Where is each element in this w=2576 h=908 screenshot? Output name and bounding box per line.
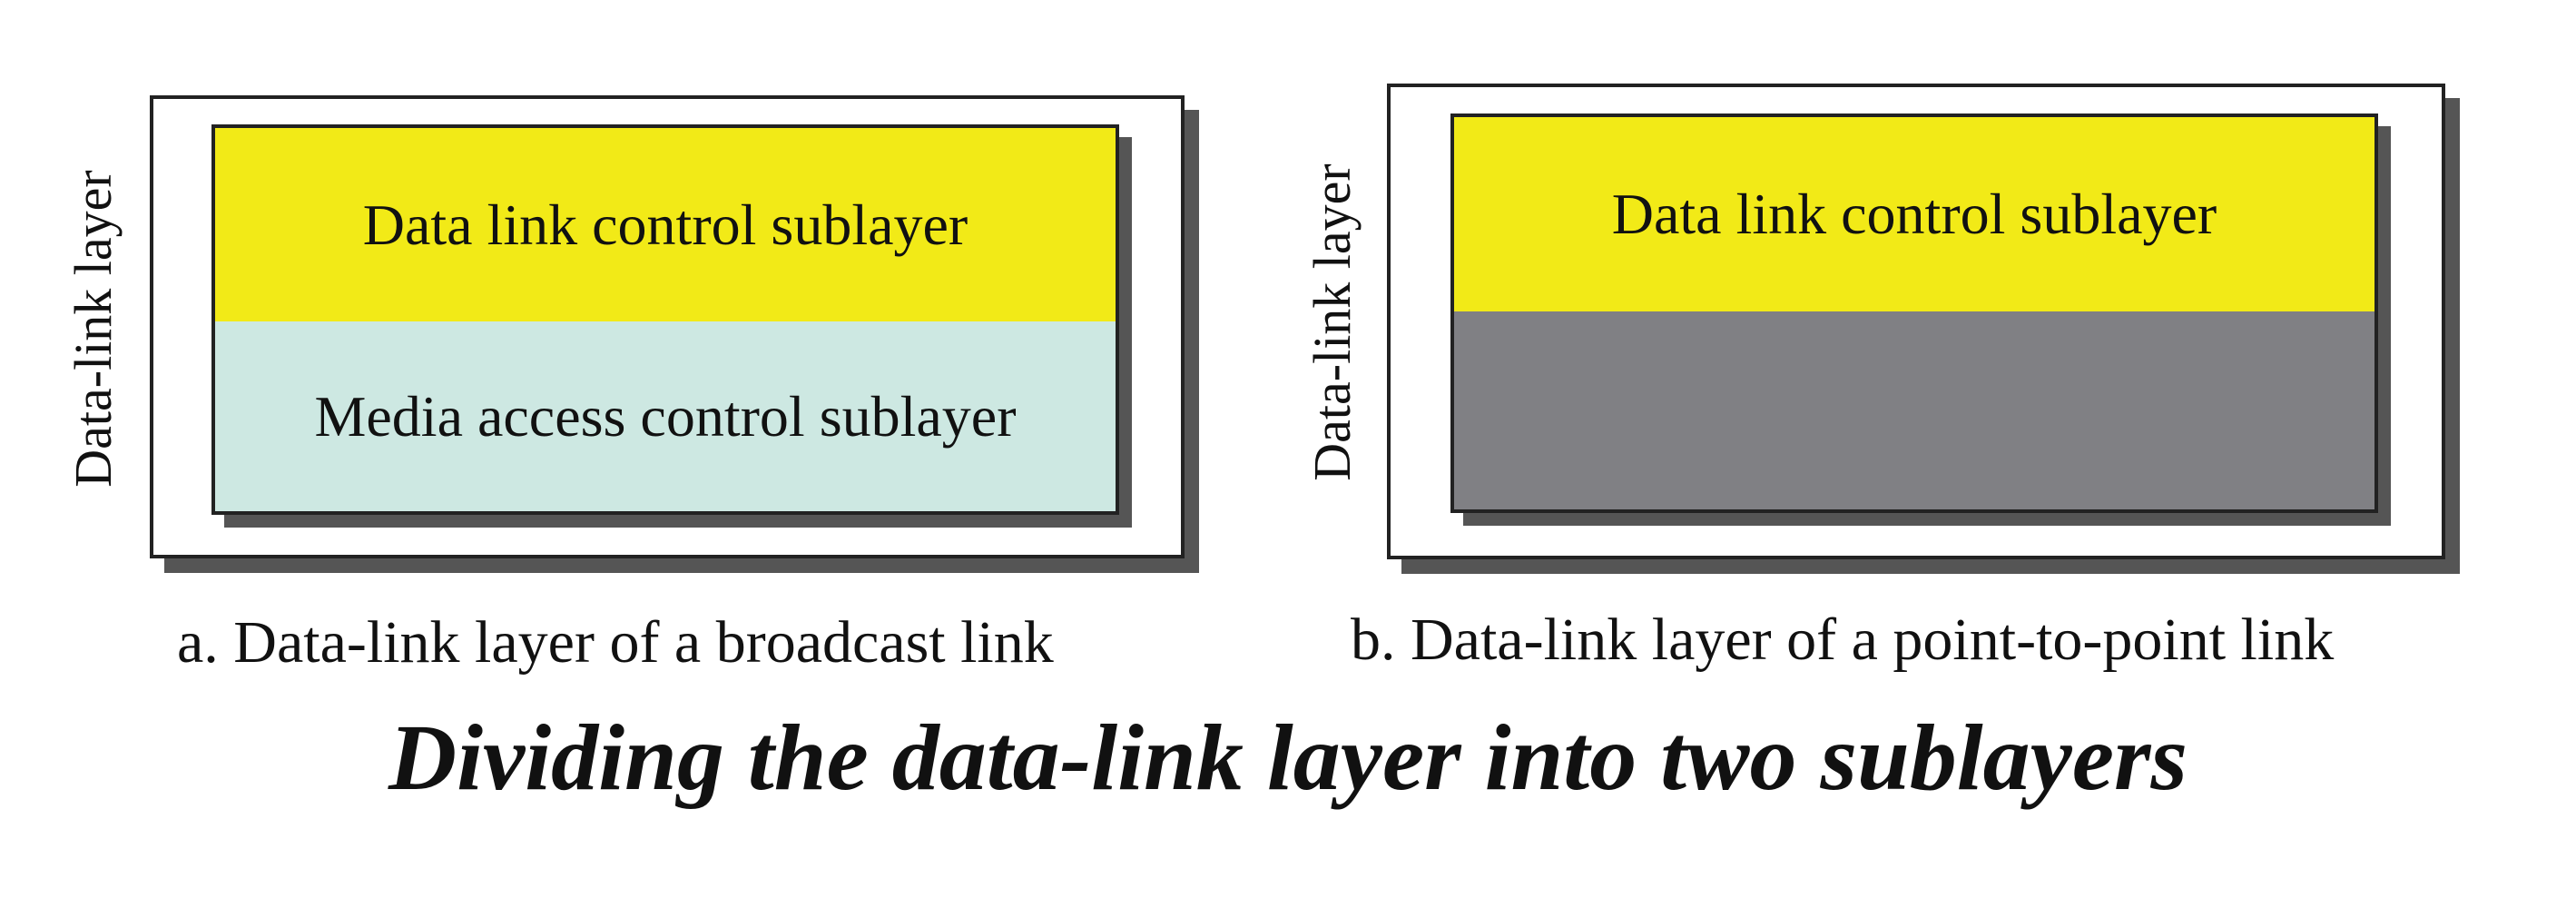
- panel-a-caption: a. Data-link layer of a broadcast link: [177, 609, 1054, 676]
- panel-a-data-link-control-sublayer: Data link control sublayer: [215, 128, 1116, 325]
- panel-a-side-label: Data-link layer: [64, 170, 123, 488]
- panel-a-layer-stack: Data link control sublayer Media access …: [211, 124, 1119, 515]
- panel-b-caption: b. Data-link layer of a point-to-point l…: [1351, 607, 2335, 673]
- panel-b-empty-sublayer: [1454, 311, 2374, 509]
- panel-b-data-link-control-sublayer: Data link control sublayer: [1454, 117, 2374, 315]
- panel-a-media-access-control-sublayer: Media access control sublayer: [215, 321, 1116, 511]
- panel-b-layer-stack: Data link control sublayer: [1450, 114, 2378, 513]
- panel-b-side-label: Data-link layer: [1303, 163, 1362, 481]
- diagram-title: Dividing the data-link layer into two su…: [388, 706, 2188, 810]
